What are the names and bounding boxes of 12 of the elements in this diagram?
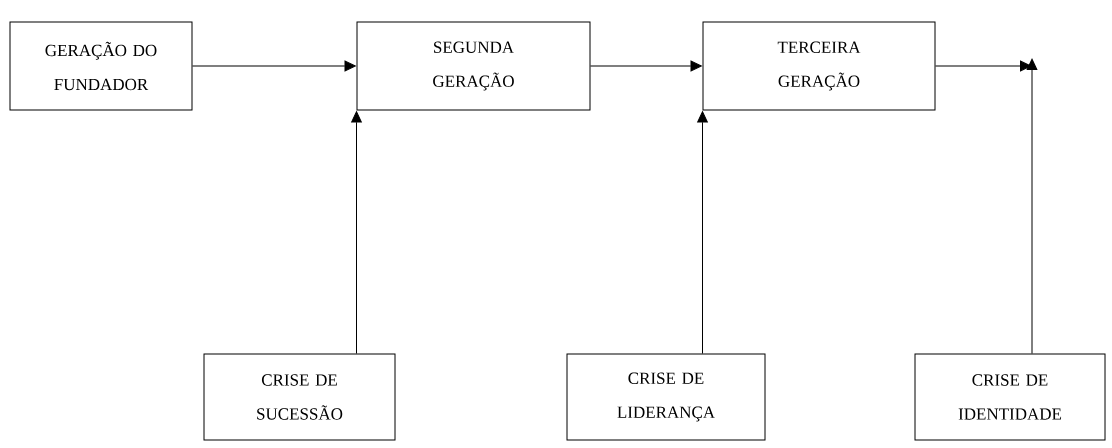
process-box: TERCEIRA GERAÇÃO (702, 21, 936, 111)
arrow (192, 60, 356, 72)
process-box: GERAÇÃO DO FUNDADOR (9, 21, 193, 111)
process-box: CRISE DE LIDERANÇA (566, 353, 766, 441)
process-box: SEGUNDA GERAÇÃO (356, 21, 591, 111)
process-box: CRISE DE SUCESSÃO (203, 353, 396, 441)
arrow (1026, 58, 1038, 354)
arrow (351, 111, 362, 354)
arrow (697, 111, 708, 354)
arrow (590, 60, 702, 72)
arrow (935, 60, 1032, 72)
process-box: CRISE DE IDENTIDADE (914, 353, 1106, 441)
